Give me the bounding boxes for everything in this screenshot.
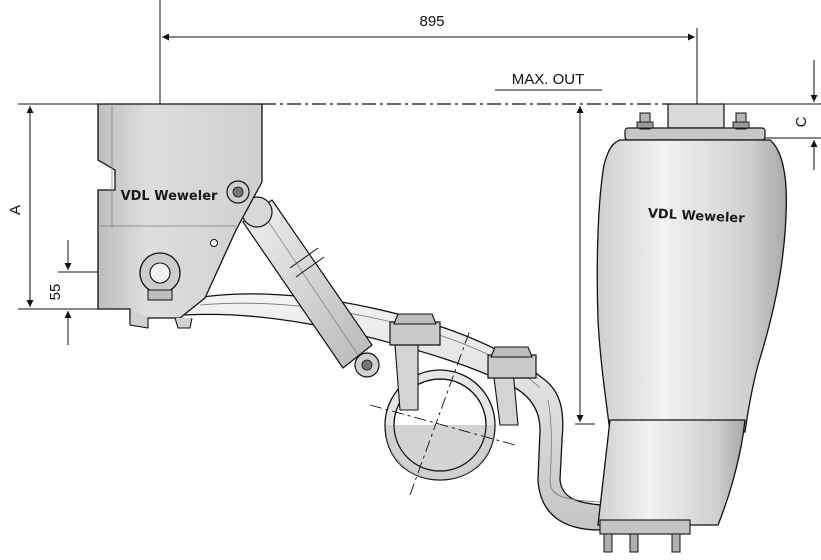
dimension-height-a: A <box>7 103 100 310</box>
air-bellow: VDL Weweler <box>596 103 788 553</box>
shock-absorber <box>241 196 380 378</box>
max-out-label: MAX. OUT <box>512 71 585 88</box>
height-a-label: A <box>7 205 24 215</box>
u-bolt-clamp-right <box>487 346 537 426</box>
hanger-bracket: VDL Weweler <box>97 103 263 329</box>
pivot-offset-label: 55 <box>47 284 64 301</box>
top-stud-right <box>732 112 750 130</box>
overall-width-label: 895 <box>419 13 444 30</box>
bellow-logo-text: VDL Weweler <box>647 206 745 226</box>
bracket-logo-text: VDL Weweler <box>121 189 218 204</box>
pivot-bushing <box>139 252 181 301</box>
top-stud-left <box>636 112 654 130</box>
u-bolt-clamp-left <box>389 313 441 411</box>
clearance-c-label: C <box>793 116 810 127</box>
dimension-max-out: MAX. OUT <box>262 71 668 425</box>
bottom-studs <box>599 519 691 553</box>
dimension-clearance-c: C <box>724 60 821 170</box>
